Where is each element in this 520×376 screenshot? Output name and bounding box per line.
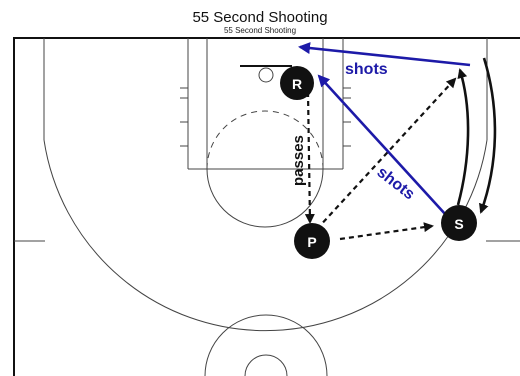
move-s-to-corner — [456, 68, 470, 206]
diagram-subtitle: 55 Second Shooting — [223, 26, 297, 35]
player-s: S — [441, 205, 477, 241]
shots-label-top: shots — [345, 61, 388, 78]
player-r-circle — [280, 66, 314, 100]
player-r-label: R — [292, 76, 302, 92]
player-r: R — [280, 66, 314, 100]
player-p-circle — [294, 223, 330, 259]
player-p-label: P — [307, 234, 316, 250]
movement-arrows — [456, 57, 497, 214]
shot-s-to-r — [317, 74, 447, 216]
pass-p-to-corner — [316, 77, 457, 230]
shot-corner-to-baseline — [298, 42, 471, 67]
player-s-label: S — [454, 216, 463, 232]
pass-r-to-p — [304, 91, 315, 224]
passes-label: passes — [290, 135, 307, 186]
free-throw-circle-solid — [206, 168, 324, 228]
rim — [258, 67, 274, 83]
player-s-circle — [441, 205, 477, 241]
move-corner-to-s — [479, 57, 497, 214]
shots-label-diagonal: shots — [374, 164, 418, 204]
lane-hash-marks — [180, 87, 351, 147]
free-throw-circle-dashed — [206, 110, 324, 170]
diagram-title: 55 Second Shooting — [192, 9, 328, 26]
center-circle-inner — [244, 354, 288, 376]
pass-arrows — [304, 77, 457, 241]
center-circle-outer — [204, 314, 328, 376]
court-lines — [13, 37, 520, 376]
shot-arrows — [298, 42, 471, 216]
player-p: P — [294, 223, 330, 259]
pass-p-to-s — [339, 222, 434, 241]
